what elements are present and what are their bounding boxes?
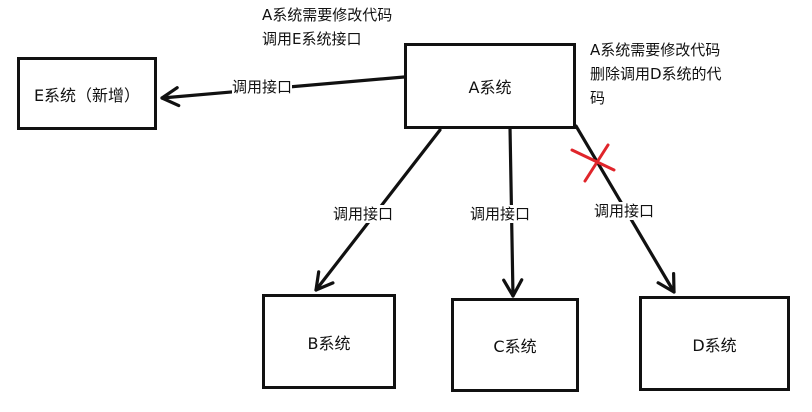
note-remove-system-d: A系统需要修改代码 删除调用D系统的代 码 [590,38,722,110]
system-d-label: D系统 [692,335,737,355]
edge-label-a-to-c: 调用接口 [470,205,531,223]
system-c-label: C系统 [493,337,537,356]
note-remove-d-line-2: 删除调用D系统的代 [590,65,722,83]
note-add-system-e: A系统需要修改代码 调用E系统接口 [262,3,392,51]
note-add-e-line-1: A系统需要修改代码 [262,6,393,24]
system-b-label: B系统 [307,333,351,353]
system-a-box: A系统 [404,43,576,129]
note-remove-d-line-1: A系统需要修改代码 [590,41,721,59]
note-add-e-line-2: 调用E系统接口 [262,30,362,48]
edge-label-a-to-b: 调用接口 [333,205,394,223]
system-b-box: B系统 [262,294,396,389]
system-d-box: D系统 [639,296,790,391]
system-c-box: C系统 [451,298,579,392]
edge-label-a-to-d: 调用接口 [594,202,655,220]
note-remove-d-line-3: 码 [590,89,606,107]
system-a-label: A系统 [468,78,512,97]
edge-label-a-to-e: 调用接口 [232,78,293,96]
system-e-box: E系统（新增） [17,57,157,130]
system-e-label: E系统（新增） [33,85,141,105]
removed-call-cross-mark [570,143,616,183]
